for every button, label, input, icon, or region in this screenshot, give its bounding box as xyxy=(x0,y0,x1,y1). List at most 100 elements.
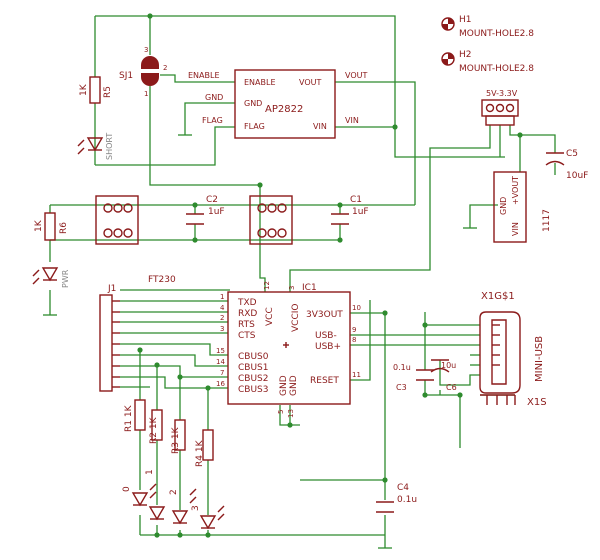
ap2822-net-gnd: GND xyxy=(205,93,223,102)
resistor-r2: R2 1K xyxy=(149,409,163,444)
selector-label: 5V-3.3V xyxy=(486,89,518,98)
h2-ref: H2 xyxy=(459,50,472,60)
resistor-r5: 1K R5 xyxy=(79,76,113,104)
ft230-pinnum-7: 7 xyxy=(220,369,224,377)
ft230-value: FT230 xyxy=(148,275,176,285)
r4-value: 1K xyxy=(195,439,205,452)
c5-ref: C5 xyxy=(566,149,578,159)
ft230-pinnum-10: 10 xyxy=(352,304,361,312)
r5-value: 1K xyxy=(79,83,89,96)
sj1-pin3: 3 xyxy=(144,46,148,54)
r6-value: 1K xyxy=(34,219,44,232)
ft230-pin-usbm: USB- xyxy=(315,331,337,341)
ft230-chip: FT230 IC1 TXD RXD RTS CTS CBUS0 CBUS1 CB… xyxy=(148,275,361,418)
usb-value: MINI-USB xyxy=(534,336,545,382)
usb-ref: X1G$1 xyxy=(481,291,515,302)
ap2822-net-vin: VIN xyxy=(345,116,359,125)
capacitor-c6: 10u C6 xyxy=(430,359,457,392)
regulator-1117: GND +VOUT VIN 1117 xyxy=(493,171,552,243)
cbus-led-2-label: 2 xyxy=(169,489,179,495)
cbus-led-1: 1 xyxy=(145,469,166,521)
cbus-led-3-label: 3 xyxy=(191,505,201,511)
c6-value: 10u xyxy=(441,361,456,370)
c2-ref: C2 xyxy=(206,195,218,205)
cbus-led-0-label: 0 xyxy=(122,486,132,492)
header-left xyxy=(95,195,139,245)
ft230-pinnum-12: 12 xyxy=(263,281,271,290)
r2-ref: R2 xyxy=(149,432,159,444)
ft230-pin-gnd1: GND xyxy=(279,375,289,396)
capacitor-c5: C5 10uF xyxy=(545,149,588,181)
ft230-pinnum-11: 11 xyxy=(352,371,361,379)
header-right xyxy=(249,195,293,245)
mount-hole-h2: H2 MOUNT-HOLE2.8 xyxy=(441,50,534,74)
ap2822-pin-vin: VIN xyxy=(313,122,327,131)
r1-ref: R1 xyxy=(124,420,134,432)
mount-hole-h1: H1 MOUNT-HOLE2.8 xyxy=(441,15,534,39)
resistor-r3: R3 1K xyxy=(171,419,186,454)
reg-pin-gnd: GND xyxy=(499,197,508,215)
usb-ref2: X1S xyxy=(527,397,547,408)
ft230-pinnum-4: 4 xyxy=(220,304,225,312)
sj1-pin2: 2 xyxy=(163,64,167,72)
capacitor-c3: 0.1u C3 xyxy=(393,363,434,392)
c2-value: 1uF xyxy=(208,207,225,217)
r1-label: R1 1K xyxy=(124,404,134,432)
sj1-ref: SJ1 xyxy=(119,71,133,81)
h1-ref: H1 xyxy=(459,15,472,25)
cbus-led-0: 0 xyxy=(122,483,157,507)
r3-ref: R3 xyxy=(171,442,181,454)
ft230-pinnum-3top: 3 xyxy=(288,286,296,290)
r1-value: 1K xyxy=(124,404,134,417)
resistor-r1: R1 1K xyxy=(124,399,146,432)
ap2822-pin-flag: FLAG xyxy=(244,122,265,131)
ft230-pinnum-15: 15 xyxy=(216,347,225,355)
mini-usb-connector: X1G$1 MINI-USB X1S xyxy=(479,291,547,408)
led-pwr: PWR xyxy=(32,267,70,288)
cbus-led-2: 2 xyxy=(169,488,197,525)
wires xyxy=(43,15,556,549)
ap2822-chip: AP2822 ENABLE GND FLAG VOUT VIN ENABLE G… xyxy=(188,69,367,139)
c3-value: 0.1u xyxy=(393,363,411,372)
ap2822-label: AP2822 xyxy=(265,104,303,115)
r2-value: 1K xyxy=(149,416,159,429)
ft230-pin-usbp: USB+ xyxy=(315,342,341,352)
capacitor-c2: C2 1uF xyxy=(186,195,225,225)
h2-value: MOUNT-HOLE2.8 xyxy=(459,64,534,74)
voltage-selector: 5V-3.3V xyxy=(481,89,519,126)
led-pwr-label: PWR xyxy=(61,269,70,288)
sj1-pin1: 1 xyxy=(144,90,148,98)
ft230-pin-cbus1: CBUS1 xyxy=(238,363,269,373)
c5-value: 10uF xyxy=(566,171,588,181)
ft230-pinnum-1: 1 xyxy=(220,293,224,301)
ft230-ref: IC1 xyxy=(302,283,317,293)
ft230-pinnum-2: 2 xyxy=(220,314,224,322)
ft230-pinnum-14: 14 xyxy=(216,358,225,366)
ft230-pin-cbus3: CBUS3 xyxy=(238,385,269,395)
ft230-pin-rts: RTS xyxy=(238,320,255,330)
reg-pin-vin: VIN xyxy=(511,222,520,236)
r4-label: R4 1K xyxy=(195,439,205,467)
resistor-r4: R4 1K xyxy=(195,429,214,467)
c1-value: 1uF xyxy=(352,207,369,217)
led-short: SHORT xyxy=(77,133,114,160)
ap2822-pin-enable: ENABLE xyxy=(244,78,276,87)
ap2822-net-enable: ENABLE xyxy=(188,71,220,80)
r2-label: R2 1K xyxy=(149,416,159,444)
ft230-pin-cbus2: CBUS2 xyxy=(238,374,269,384)
connector-j1: J1 xyxy=(99,284,120,392)
c3-ref: C3 xyxy=(396,383,407,392)
ft230-pin-3v3out: 3V3OUT xyxy=(306,310,343,320)
capacitor-c1: C1 1uF xyxy=(331,195,369,225)
junctions xyxy=(137,13,523,538)
ap2822-pin-gnd: GND xyxy=(244,99,262,108)
r5-ref: R5 xyxy=(103,86,113,98)
cbus-led-1-label: 1 xyxy=(145,469,155,475)
ft230-pin-cbus0: CBUS0 xyxy=(238,352,269,362)
c1-ref: C1 xyxy=(350,195,362,205)
ft230-pin-cts: CTS xyxy=(238,331,256,341)
capacitor-c4: C4 0.1u xyxy=(376,483,417,513)
resistor-r6: 1K R6 xyxy=(34,212,69,241)
cbus-led-3: 3 xyxy=(191,505,225,530)
